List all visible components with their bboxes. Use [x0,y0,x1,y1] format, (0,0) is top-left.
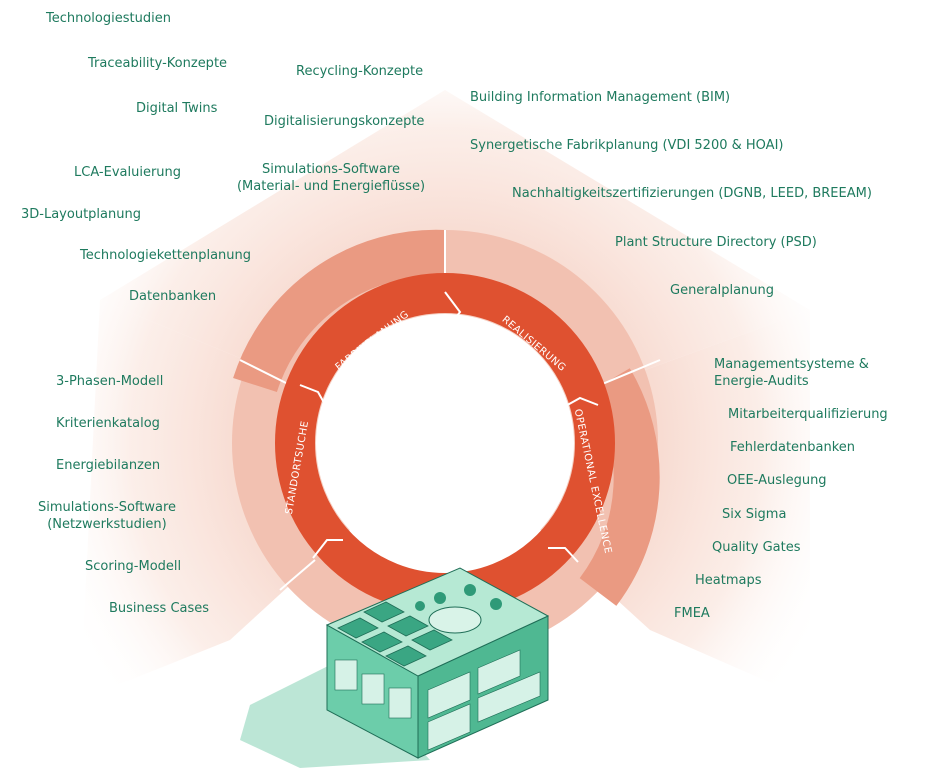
operational-item-heatmaps: Heatmaps [695,573,762,588]
solar-panels [337,601,453,667]
standort-item-3-phasen: 3-Phasen-Modell [56,374,164,389]
standort-item-kriterienkatalog: Kriterienkatalog [56,416,160,431]
roof-trees [415,584,502,611]
management-line-1: Managementsysteme & [714,357,869,372]
operational-item-fmea: FMEA [674,606,710,621]
inner-ring-chevron-top [444,291,462,333]
inner-ring-chevron-left [299,384,328,409]
fabrikplanung-item-technologiestudien: Technologiestudien [46,11,171,26]
roof-garden [428,606,482,634]
building-illustration [240,567,550,768]
standort-item-scoring: Scoring-Modell [85,559,182,574]
operational-item-quality-gates: Quality Gates [712,540,801,555]
fabrikplanung-item-3d-layout: 3D-Layoutplanung [21,207,141,222]
fabrikplanung-item-simulation: Simulations-Software (Material- und Ener… [235,161,427,195]
standort-item-business-cases: Business Cases [109,601,210,616]
outer-ring-divider-bottom-left [279,559,316,591]
simulation-line-2: (Material- und Energieflüsse) [236,179,426,194]
standort-simulation-line-2: (Netzwerkstudien) [47,517,167,532]
realisierung-item-bim: Building Information Management (BIM) [470,90,731,105]
realisierung-item-zertifizierung: Nachhaltigkeitszertifizierungen (DGNB, L… [512,186,872,201]
fabrikplanung-item-lca: LCA-Evaluierung [74,165,182,180]
outer-ring-divider-right [599,359,661,386]
management-line-2: Energie-Audits [714,374,809,389]
inner-ring-hole [316,314,574,572]
realisierung-item-psd: Plant Structure Directory (PSD) [615,235,817,250]
fabrikplanung-item-traceability: Traceability-Konzepte [88,56,228,71]
fabrikplanung-item-digital-twins: Digital Twins [136,101,218,116]
outer-ring-segment-fabrikplanung [233,229,447,393]
fabrikplanung-item-digitalisierung: Digitalisierungskonzepte [264,114,425,129]
inner-ring-chevron-bottom-left [312,539,343,559]
outer-ring-divider-left [239,359,291,386]
operational-item-oee: OEE-Auslegung [727,473,827,488]
operational-item-six-sigma: Six Sigma [722,507,787,522]
operational-item-management: Managementsysteme & Energie-Audits [714,356,869,390]
inner-ring-chevron-bottom-right [548,547,579,563]
standort-simulation-line-1: Simulations-Software [37,500,177,515]
operational-item-fehlerdaten: Fehlerdatenbanken [730,440,856,455]
inner-ring-chevron-right [561,396,599,409]
inner-ring [275,273,615,613]
operational-item-mitarbeiter: Mitarbeiterqualifizierung [728,407,888,422]
simulation-line-1: Simulations-Software [261,162,401,177]
fabrikplanung-item-recycling: Recycling-Konzepte [296,64,424,79]
fabrikplanung-item-technologiekette: Technologiekettenplanung [80,248,252,263]
outer-ring-segment-operational [579,368,660,606]
fabrikplanung-item-datenbanken: Datenbanken [129,289,217,304]
standort-item-simulation: Simulations-Software (Netzwerkstudien) [18,499,196,533]
standort-item-energiebilanzen: Energiebilanzen [56,458,161,473]
building-windows [334,649,541,751]
realisierung-item-synergetisch: Synergetische Fabrikplanung (VDI 5200 & … [470,138,784,153]
realisierung-item-generalplanung: Generalplanung [670,283,775,298]
